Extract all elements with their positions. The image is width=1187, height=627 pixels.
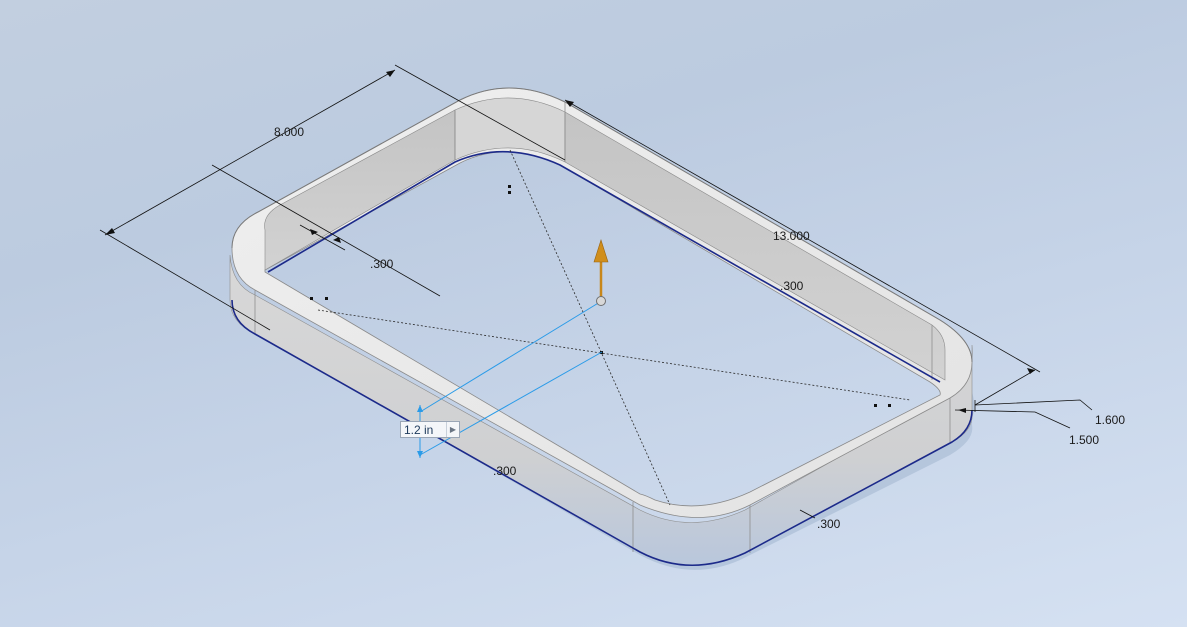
dim-wall-front-label[interactable]: .300	[493, 464, 517, 478]
extrude-distance-input[interactable]: 1.2 in ▶	[400, 421, 460, 438]
dim-height-inner-label[interactable]: 1.500	[1069, 433, 1099, 447]
highlighted-inner-bottom-edge	[267, 150, 941, 383]
inner-wall-back-right[interactable]	[564, 111, 946, 381]
dim-width-label[interactable]: 8.000	[274, 125, 304, 139]
dim-length-label[interactable]: 13.000	[773, 229, 810, 243]
dimension-arrowheads	[105, 70, 1035, 413]
dimension-lines	[99, 64, 1093, 519]
dim-wall-bottom-right-label[interactable]: .300	[817, 517, 841, 531]
expand-arrow-icon[interactable]: ▶	[446, 422, 459, 437]
construction-centerlines	[317, 149, 911, 506]
extrude-preview-arrows	[417, 405, 423, 458]
dim-wall-left-label[interactable]: .300	[370, 257, 394, 271]
extrude-distance-value[interactable]: 1.2 in	[404, 422, 434, 437]
tangent-seam-lines	[254, 102, 951, 553]
outer-top-edge	[231, 87, 973, 363]
dim-height-outer-label[interactable]: 1.600	[1095, 413, 1125, 427]
dim-wall-right-label[interactable]: .300	[780, 279, 804, 293]
highlighted-outer-bottom-edge	[231, 299, 973, 566]
extrude-manipulator[interactable]	[593, 239, 609, 306]
